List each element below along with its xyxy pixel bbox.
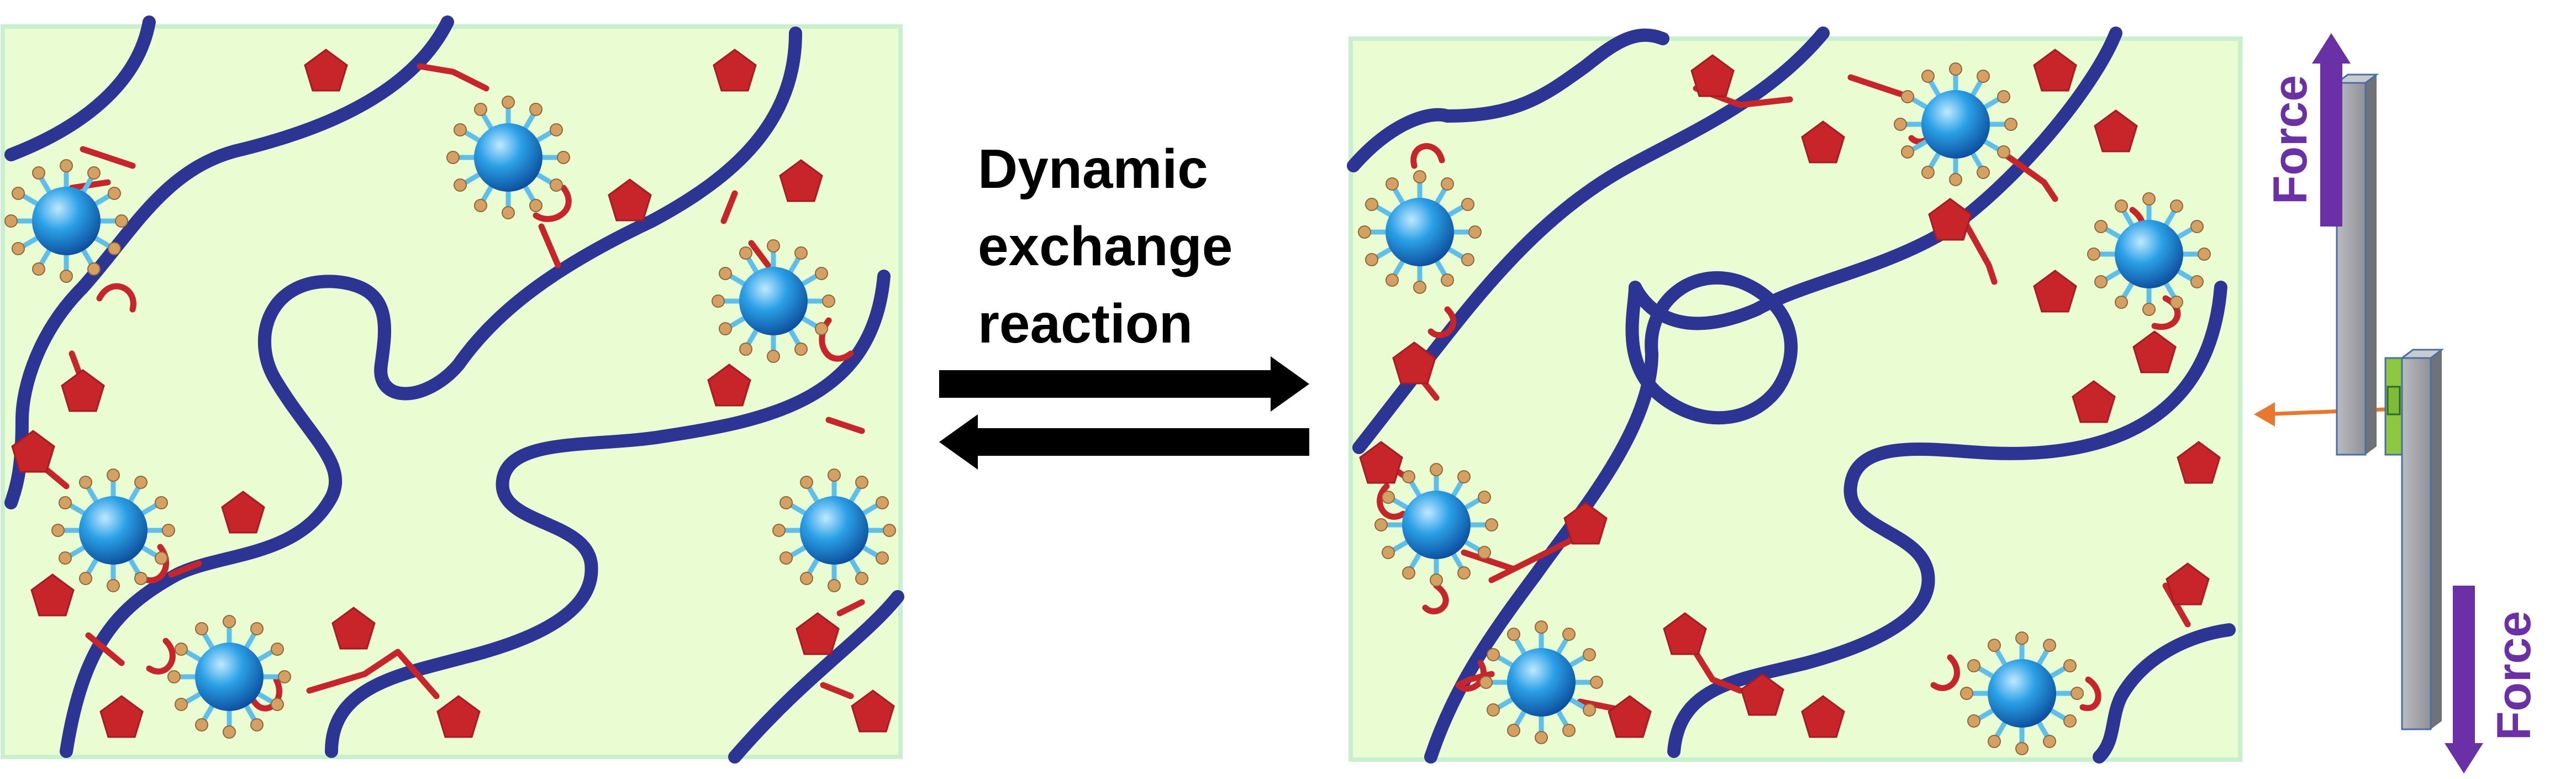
- dynamic-bond: [1422, 582, 1449, 614]
- polymer-chains: [4, 15, 904, 764]
- reaction-label-line1: Dynamic: [978, 138, 1208, 200]
- left-network-panel: [1, 15, 904, 764]
- right-network-panel: [1347, 27, 2242, 764]
- dynamic-bond: [748, 240, 771, 269]
- dynamic-bonds: [30, 63, 865, 712]
- bottom-force-arrow: Force: [2445, 586, 2541, 773]
- polymer-chain: [1347, 28, 1669, 172]
- dynamic-bond: [80, 146, 136, 169]
- pointer-arrow: [2262, 407, 2398, 417]
- polymer-chain: [4, 15, 454, 509]
- polymer-chain: [4, 15, 156, 161]
- polymer-chain: [1424, 27, 2122, 764]
- polymer-chain: [1352, 27, 1830, 454]
- polymer-chain: [60, 27, 802, 758]
- dynamic-bond: [1455, 671, 1495, 688]
- polymer-chain: [2093, 623, 2236, 764]
- top-force-arrow: Force: [2264, 33, 2351, 227]
- upper-adherend: [2334, 73, 2379, 456]
- dynamic-bond: [1410, 143, 1445, 169]
- reverse-arrow: [939, 414, 1309, 470]
- dynamic-bond: [1847, 74, 1904, 97]
- forward-arrow: [939, 356, 1309, 412]
- bottom-force-label: Force: [2488, 611, 2541, 740]
- polymer-chain: [1667, 281, 2227, 758]
- dynamic-bond: [2002, 151, 2058, 202]
- pointer-arrowhead: [2254, 402, 2275, 427]
- dynamic-bond: [1461, 549, 1517, 572]
- lap-shear-joint-icon: Force Force: [2254, 33, 2541, 773]
- dynamic-bond: [417, 63, 489, 92]
- dynamic-bond: [1958, 212, 1998, 285]
- reaction-label: Dynamic exchange reaction: [978, 138, 1232, 355]
- dynamic-bond: [168, 560, 202, 578]
- polymer-chain: [325, 270, 891, 758]
- dynamic-bond: [1427, 306, 1457, 338]
- dynamic-bond: [836, 599, 865, 617]
- dynamic-bond: [820, 682, 854, 699]
- dynamic-bond: [1377, 483, 1406, 520]
- reaction-label-line3: reaction: [978, 293, 1193, 355]
- top-force-label: Force: [2264, 75, 2317, 204]
- dynamic-bond: [146, 638, 176, 675]
- equilibrium-arrows: [939, 356, 1309, 470]
- dynamic-bond: [2079, 676, 2101, 712]
- dynamic-bond: [1455, 660, 1487, 692]
- dynamic-bond: [96, 283, 136, 313]
- dynamic-bond: [85, 632, 125, 666]
- lower-adherend: [2399, 349, 2445, 730]
- dynamic-bond: [306, 649, 401, 694]
- adhesive-layer: [2384, 357, 2403, 456]
- dynamic-bond: [538, 223, 561, 269]
- reaction-label-line2: exchange: [978, 215, 1232, 277]
- dynamic-bond: [1930, 654, 1960, 691]
- polymer-chain: [728, 590, 904, 764]
- dynamic-bond: [533, 185, 572, 222]
- dynamic-bond: [825, 417, 865, 434]
- polymer-chains: [1347, 27, 2236, 764]
- dynamic-bond: [720, 190, 738, 224]
- dynamic-bond: [394, 649, 440, 699]
